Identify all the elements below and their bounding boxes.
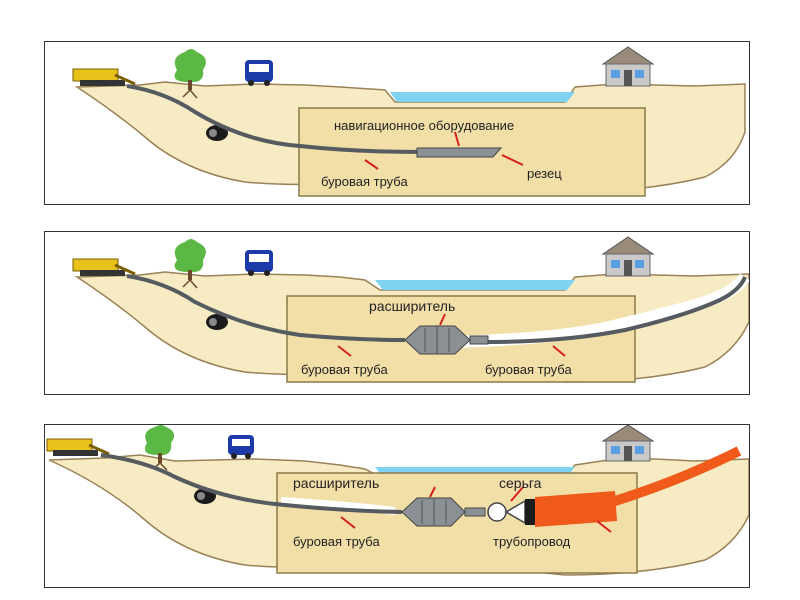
reamed-bore — [444, 273, 749, 348]
panel-pipe-pullback: расширитель серьга буровая труба трубопр… — [44, 424, 750, 588]
label-drill-pipe-right: буровая труба — [485, 362, 572, 377]
water-body — [375, 280, 575, 290]
label-reamer: расширитель — [369, 298, 455, 314]
leader-line-navigation — [454, 131, 460, 147]
drill-pipe — [126, 274, 406, 342]
leader-line-drill-pipe — [364, 159, 379, 170]
label-navigation-equipment: навигационное оборудование — [334, 118, 514, 133]
bus-icon — [228, 435, 254, 459]
pilot-drilling-diagram: навигационное оборудование буровая труба… — [72, 46, 746, 197]
label-reamer: расширитель — [293, 475, 379, 491]
drill-pipe — [126, 84, 421, 154]
label-drill-pipe: буровая труба — [293, 534, 380, 549]
panel-pilot-drilling: навигационное оборудование буровая труба… — [44, 41, 750, 205]
drill-rig-icon — [46, 438, 110, 456]
reaming-diagram: расширитель буровая труба буровая труба — [72, 236, 749, 383]
leader-line-drill-pipe — [340, 516, 356, 529]
leader-line-drill-pipe-right — [552, 345, 566, 357]
pipeline-section — [535, 491, 617, 527]
leader-line-drill-pipe-left — [337, 345, 352, 357]
tunnel-pipe-icon — [206, 314, 228, 330]
label-pipeline: трубопровод — [493, 534, 571, 549]
reamer — [401, 497, 486, 527]
reamer — [404, 325, 489, 355]
label-drill-pipe-left: буровая труба — [301, 362, 388, 377]
label-drill-pipe: буровая труба — [321, 174, 408, 189]
pipe-pullback-diagram: расширитель серьга буровая труба трубопр… — [46, 425, 749, 576]
leader-line-cutter — [501, 154, 524, 166]
leader-line-reamer — [429, 486, 436, 498]
bus-icon — [245, 250, 273, 276]
tree-icon — [174, 49, 206, 99]
leader-line-swivel — [510, 486, 524, 502]
house-icon — [601, 46, 655, 87]
drill-rig-icon — [72, 258, 136, 276]
swivel — [487, 499, 535, 525]
tunnel-pipe-icon — [206, 125, 228, 141]
bus-icon — [245, 60, 273, 86]
tree-icon — [174, 239, 206, 289]
label-swivel: серьга — [499, 475, 542, 491]
panel-reaming: расширитель буровая труба буровая труба — [44, 231, 750, 395]
leader-line-pipeline — [596, 520, 612, 533]
house-icon — [601, 236, 655, 277]
leader-line-reamer — [439, 313, 446, 326]
water-body — [390, 92, 575, 102]
cutter — [416, 147, 503, 158]
house-icon — [601, 425, 655, 462]
label-cutter: резец — [527, 166, 562, 181]
drill-rig-icon — [72, 68, 136, 86]
drill-pipe — [100, 453, 403, 514]
drill-pipe-exit — [484, 276, 747, 344]
